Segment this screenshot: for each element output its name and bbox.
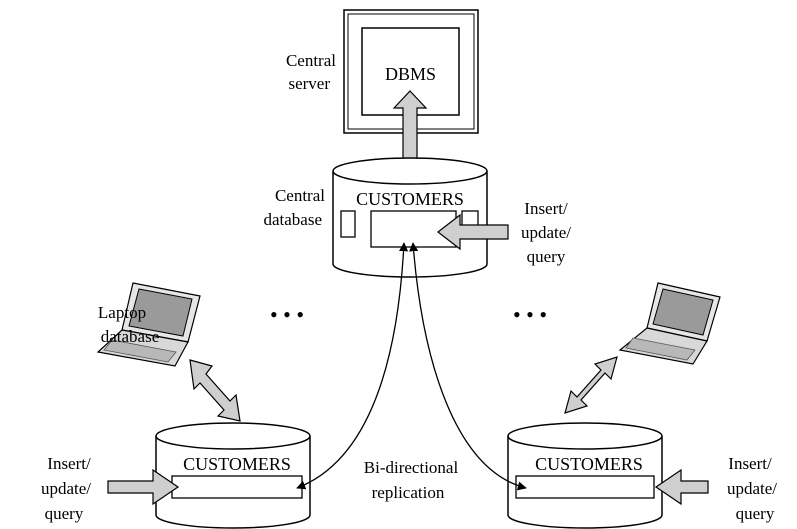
left-database: CUSTOMERS (155, 422, 311, 529)
central-server-label-1: Central (286, 51, 336, 70)
left-table-label: CUSTOMERS (183, 454, 291, 474)
left-op-1: Insert/ (47, 454, 91, 473)
left-laptop-icon (96, 282, 201, 367)
laptop-label-1: Laptop (98, 303, 146, 322)
left-ellipsis: • • • (270, 302, 304, 327)
central-table-label: CUSTOMERS (356, 189, 464, 209)
central-db-label-2: database (263, 210, 322, 229)
right-laptop-icon (618, 282, 721, 365)
replication-curve-left (296, 242, 409, 490)
central-op-1: Insert/ (524, 199, 568, 218)
right-op-2: update/ (727, 479, 777, 498)
dbms-label: DBMS (385, 64, 436, 84)
left-op-3: query (45, 504, 84, 523)
left-op-2: update/ (41, 479, 91, 498)
replication-label-1: Bi-directional (364, 458, 459, 477)
central-op-3: query (527, 247, 566, 266)
left-insert-arrow (107, 468, 180, 506)
replication-label-2: replication (372, 483, 445, 502)
laptop-label-2: database (101, 327, 160, 346)
central-server-label-2: server (288, 74, 330, 93)
right-op-3: query (736, 504, 775, 523)
replication-curve-right (409, 242, 527, 491)
left-laptop-db-arrow (189, 359, 241, 422)
right-insert-arrow (654, 468, 709, 506)
right-database: CUSTOMERS (507, 422, 663, 529)
right-ellipsis: • • • (513, 302, 547, 327)
central-op-2: update/ (521, 223, 571, 242)
right-laptop-db-arrow (564, 356, 618, 414)
central-database: CUSTOMERS (332, 157, 488, 278)
central-server: DBMS (343, 9, 479, 134)
right-op-1: Insert/ (728, 454, 772, 473)
right-table-label: CUSTOMERS (535, 454, 643, 474)
central-db-label-1: Central (275, 186, 325, 205)
central-insert-arrow (437, 213, 509, 251)
